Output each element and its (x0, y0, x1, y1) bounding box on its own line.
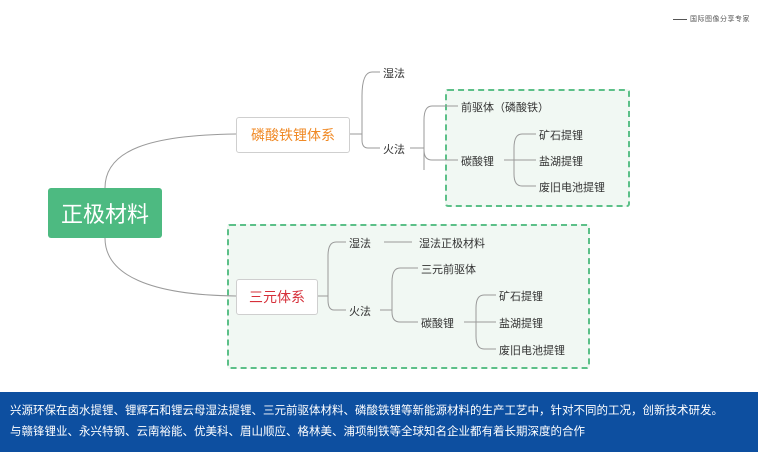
ternary-fire-label: 火法 (349, 305, 371, 318)
lfp-wet-label: 湿法 (383, 67, 405, 80)
lfp-system-node: 磷酸铁锂体系 (236, 117, 350, 153)
root-node: 正极材料 (48, 188, 162, 238)
lfp-battery-label: 废旧电池提锂 (539, 181, 605, 194)
ternary-system-label: 三元体系 (249, 290, 305, 306)
ternary-carbonate-label: 碳酸锂 (421, 317, 454, 330)
footer-line-2: 与赣锋锂业、永兴特钢、云南裕能、优美科、眉山顺应、格林美、浦项制铁等全球知名企业… (10, 424, 585, 438)
ternary-precursor-label: 三元前驱体 (421, 263, 476, 276)
connector-ternary-methods (318, 241, 346, 311)
lfp-group-box (445, 89, 630, 207)
lfp-precursor-label: 前驱体（磷酸铁） (461, 101, 549, 114)
lfp-salt-lake-label: 盐湖提锂 (539, 155, 583, 168)
lfp-ore-label: 矿石提锂 (539, 129, 583, 142)
ternary-battery-label: 废旧电池提锂 (499, 344, 565, 357)
footer-banner: 兴源环保在卤水提锂、锂辉石和锂云母湿法提锂、三元前驱体材料、磷酸铁锂等新能源材料… (0, 392, 758, 452)
footer-line-1: 兴源环保在卤水提锂、锂辉石和锂云母湿法提锂、三元前驱体材料、磷酸铁锂等新能源材料… (10, 403, 723, 417)
ternary-wet-label: 湿法 (349, 237, 371, 250)
connector-root-ternary (104, 237, 237, 297)
connector-ternary-fire-children (380, 267, 418, 323)
ternary-ore-label: 矿石提锂 (499, 290, 543, 303)
lfp-system-label: 磷酸铁锂体系 (251, 128, 335, 144)
root-label: 正极材料 (60, 203, 149, 228)
watermark-dash (673, 18, 687, 20)
connector-lfp-fire-children (410, 105, 458, 170)
connector-root-lfp (104, 133, 237, 189)
ternary-system-node: 三元体系 (236, 279, 318, 315)
ternary-salt-lake-label: 盐湖提锂 (499, 317, 543, 330)
watermark: 国际图像分享专家 (673, 14, 750, 24)
ternary-wet-target-label: 湿法正极材料 (419, 237, 485, 250)
watermark-text: 国际图像分享专家 (690, 15, 750, 23)
connector-lfp-methods (350, 71, 380, 149)
connector-ternary-carbonate-children (464, 294, 496, 350)
connector-lfp-carbonate-children (504, 133, 536, 187)
lfp-carbonate-label: 碳酸锂 (461, 155, 494, 168)
lfp-fire-label: 火法 (383, 143, 405, 156)
